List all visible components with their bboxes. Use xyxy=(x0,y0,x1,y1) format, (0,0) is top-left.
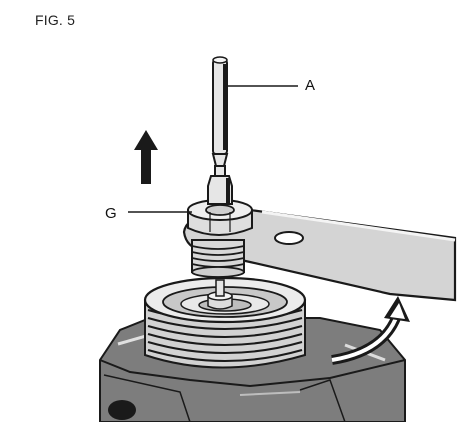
curved-arrow-icon xyxy=(331,296,410,365)
pin-a xyxy=(207,56,233,205)
spindle-nut xyxy=(207,279,233,310)
callout-label-g: G xyxy=(105,205,117,222)
threaded-collar xyxy=(143,276,307,369)
callout-label-a: A xyxy=(305,77,316,94)
nut-g xyxy=(187,199,253,236)
figure-title: FIG. 5 xyxy=(35,12,76,28)
arrow-up-icon xyxy=(134,130,158,184)
threaded-stud xyxy=(191,239,245,278)
